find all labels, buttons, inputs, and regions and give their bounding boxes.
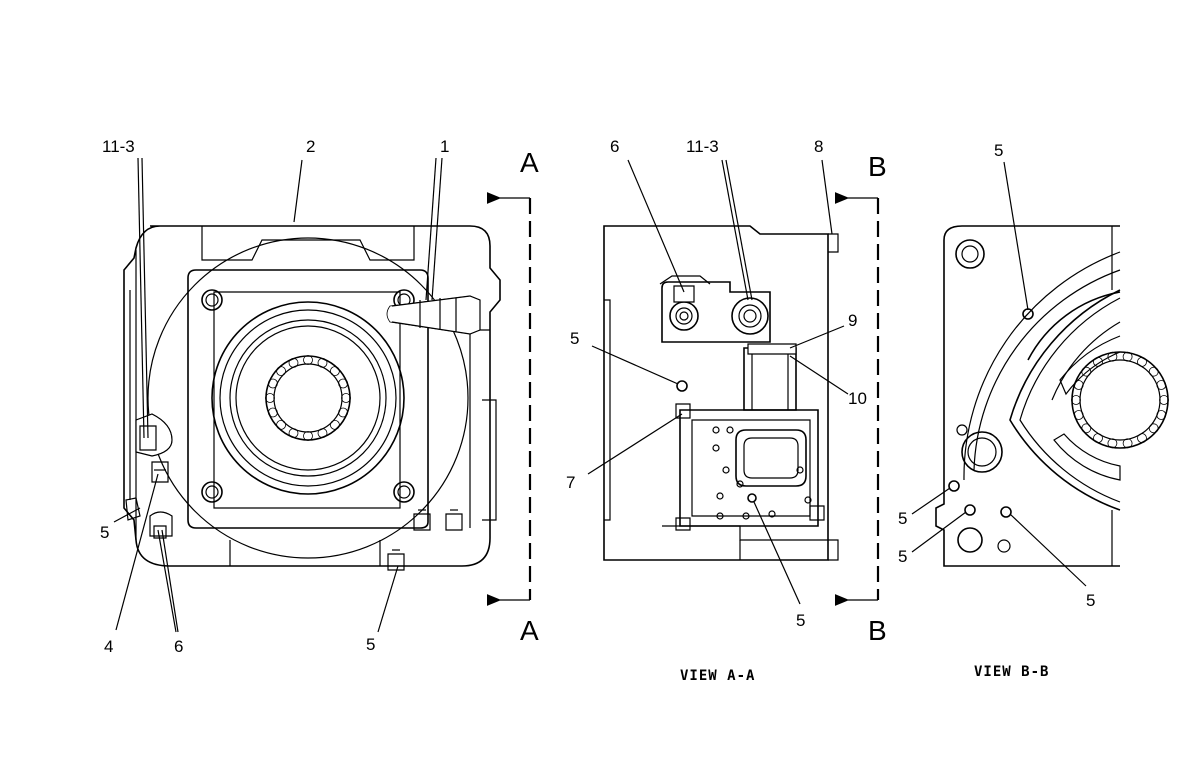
label-5-aa-upper: 5 bbox=[570, 329, 579, 348]
label-7: 7 bbox=[566, 473, 575, 492]
view-aa-labels: 6 11-3 8 9 10 5 7 5 bbox=[566, 137, 867, 630]
spline-tooth bbox=[1122, 438, 1133, 449]
spline-tooth bbox=[317, 357, 328, 368]
spline-tooth bbox=[267, 407, 278, 418]
spline-tooth bbox=[1073, 380, 1084, 390]
spline-tooth bbox=[1071, 395, 1081, 405]
front-view bbox=[123, 225, 501, 571]
spline-tooth bbox=[1156, 380, 1167, 390]
section-line-a bbox=[486, 192, 532, 606]
spline-tooth bbox=[338, 378, 349, 389]
spline-tooth bbox=[1122, 351, 1133, 362]
label-4: 4 bbox=[104, 637, 113, 656]
section-line-b bbox=[834, 192, 880, 606]
spline-tooth bbox=[1107, 351, 1118, 362]
spline-tooth bbox=[1137, 356, 1147, 367]
spline-tooth bbox=[1093, 356, 1103, 367]
label-5-front-bottom: 5 bbox=[366, 635, 375, 654]
spline-tooth bbox=[1073, 410, 1084, 420]
label-5-front-left: 5 bbox=[100, 523, 109, 542]
label-9: 9 bbox=[848, 311, 857, 330]
spline-tooth bbox=[338, 407, 349, 418]
view-captions: VIEW A-A VIEW B-B bbox=[680, 664, 1049, 684]
caption-view-bb: VIEW B-B bbox=[974, 664, 1049, 680]
view-bb-labels: 5 5 5 5 bbox=[898, 141, 1095, 610]
label-6-aa: 6 bbox=[610, 137, 619, 156]
spline-tooth bbox=[288, 428, 299, 439]
spline-tooth bbox=[1156, 410, 1167, 420]
spline-tooth bbox=[265, 393, 275, 403]
label-8: 8 bbox=[814, 137, 823, 156]
front-view-leaders bbox=[113, 157, 443, 633]
spline-tooth bbox=[1081, 366, 1092, 377]
spline-tooth bbox=[267, 378, 278, 389]
label-5-bb-b: 5 bbox=[898, 547, 907, 566]
spline-tooth bbox=[276, 366, 287, 377]
front-view-labels: 11-3 2 1 5 4 6 5 bbox=[100, 137, 449, 656]
spline-tooth bbox=[1148, 423, 1159, 434]
spline-tooth bbox=[329, 366, 340, 377]
label-5-bb-c: 5 bbox=[1086, 591, 1095, 610]
section-mark-b-bottom: B bbox=[868, 615, 887, 646]
view-bb-drawing bbox=[935, 225, 1169, 567]
view-bb-leaders bbox=[911, 161, 1087, 587]
spline-tooth bbox=[1159, 395, 1169, 405]
label-11-3-front: 11-3 bbox=[102, 137, 135, 156]
label-11-3-aa: 11-3 bbox=[686, 137, 719, 156]
label-6-front: 6 bbox=[174, 637, 183, 656]
spline-tooth bbox=[1148, 366, 1159, 377]
label-5-bb-a: 5 bbox=[898, 509, 907, 528]
label-2: 2 bbox=[306, 137, 315, 156]
view-aa-drawing bbox=[603, 225, 839, 561]
spline-tooth bbox=[1081, 423, 1092, 434]
spline-tooth bbox=[1093, 433, 1103, 444]
spline-tooth bbox=[317, 428, 328, 439]
section-mark-a-bottom: A bbox=[520, 615, 539, 646]
section-marks: A A B B bbox=[520, 147, 887, 646]
section-mark-a-top: A bbox=[520, 147, 539, 178]
label-5-bb-top: 5 bbox=[994, 141, 1003, 160]
view-aa-leaders bbox=[587, 159, 849, 605]
spline-tooth bbox=[288, 357, 299, 368]
caption-view-aa: VIEW A-A bbox=[680, 668, 755, 684]
spline-tooth bbox=[303, 431, 313, 441]
spline-tooth bbox=[341, 393, 351, 403]
spline-tooth bbox=[329, 419, 340, 430]
spline-tooth bbox=[303, 355, 313, 365]
label-10: 10 bbox=[848, 389, 867, 408]
label-1: 1 bbox=[440, 137, 449, 156]
spline-tooth bbox=[1107, 438, 1118, 449]
spline-tooth bbox=[276, 419, 287, 430]
spline-tooth bbox=[1137, 433, 1147, 444]
section-mark-b-top: B bbox=[868, 151, 887, 182]
label-5-aa-lower: 5 bbox=[796, 611, 805, 630]
